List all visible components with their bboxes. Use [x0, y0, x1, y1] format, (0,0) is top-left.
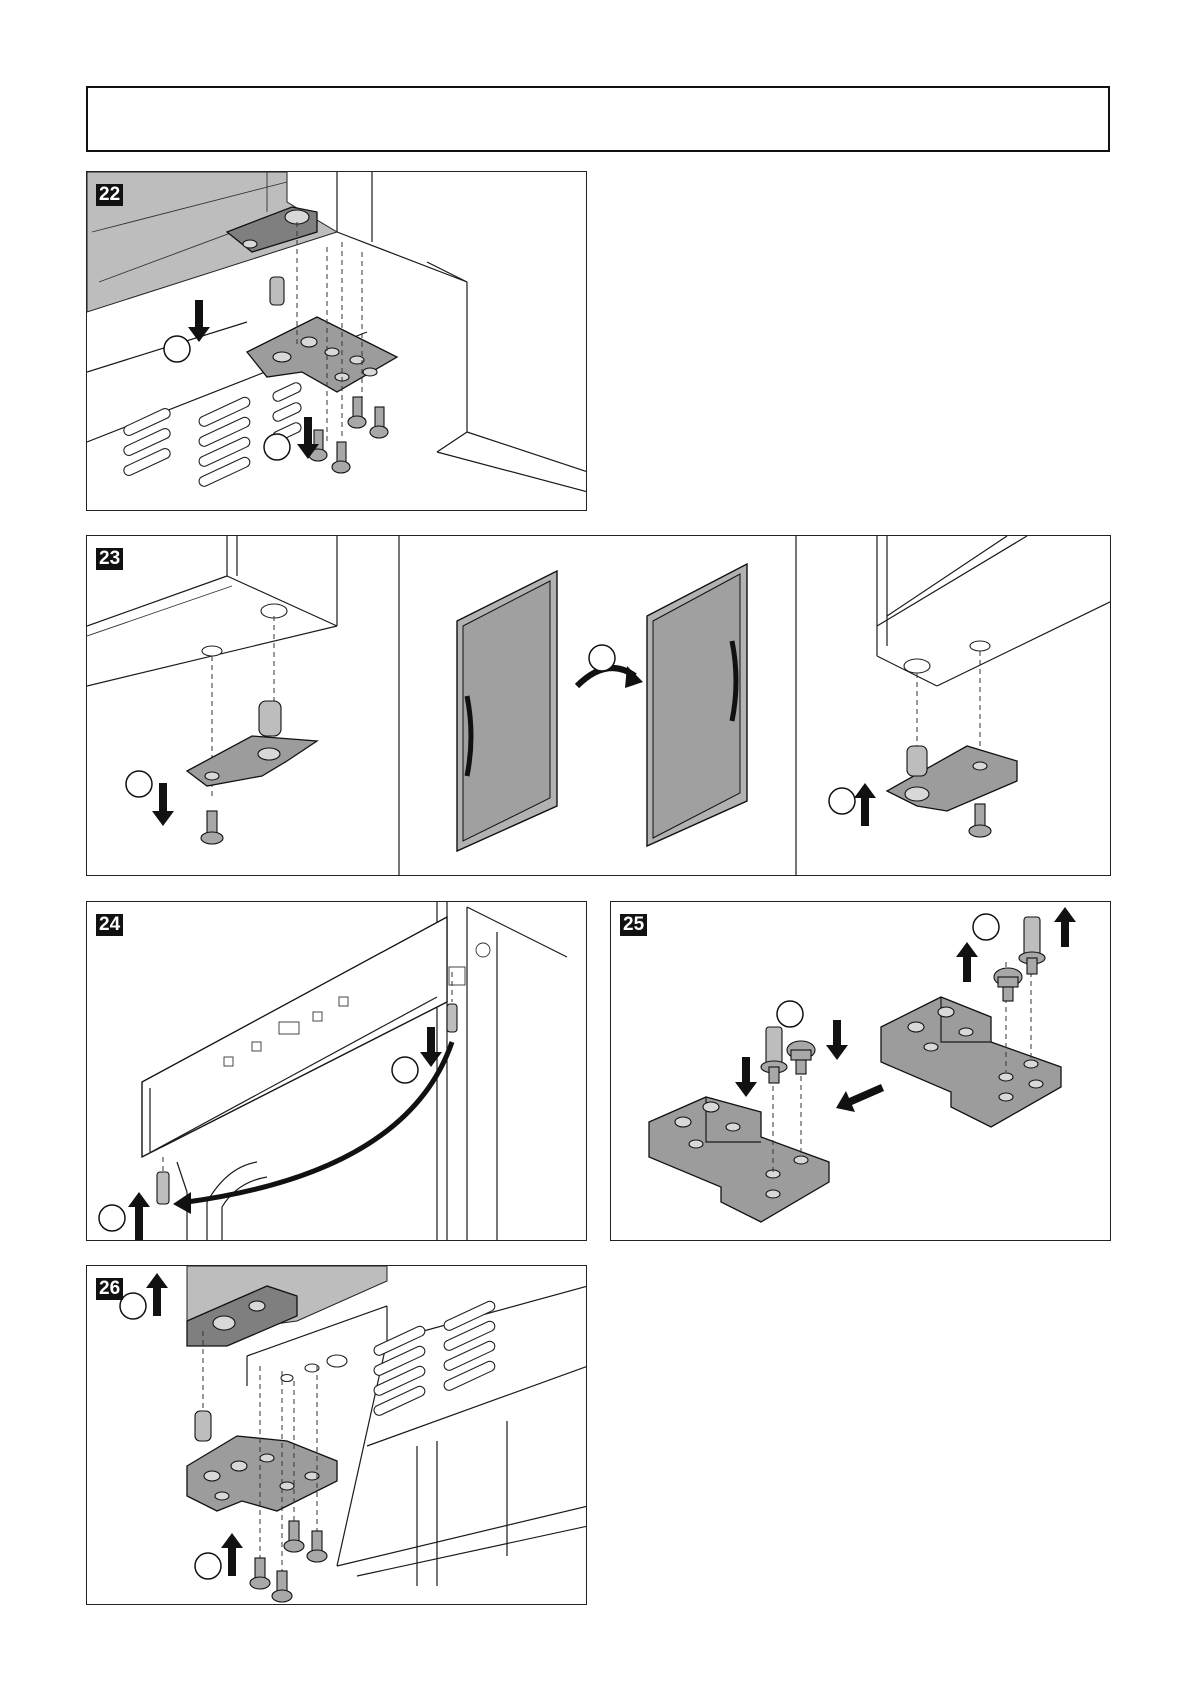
hinge-pin-icon: [1019, 917, 1045, 974]
figure-25: 25: [610, 901, 1111, 1241]
step-circle-icon: [99, 1205, 125, 1231]
figure-number: 22: [96, 184, 123, 206]
hinge-bracket-icon: [247, 317, 397, 392]
arrow-up-icon: [956, 942, 978, 982]
arrow-up-icon: [221, 1533, 243, 1576]
arrow-down-icon: [152, 783, 174, 826]
hinge-pin-icon: [270, 277, 284, 305]
step-circle-icon: [264, 434, 290, 460]
step-circle-icon: [392, 1057, 418, 1083]
screw-icon: [201, 811, 223, 844]
arrow-down-icon: [826, 1020, 848, 1060]
arrow-up-icon: [146, 1273, 168, 1316]
hinge-pin-icon: [195, 1411, 211, 1441]
screw-icon: [309, 397, 388, 473]
hinge-pin-icon: [157, 1172, 169, 1204]
arrow-left-icon: [836, 1084, 884, 1112]
door-before: [457, 571, 557, 851]
arrow-down-icon: [735, 1057, 757, 1097]
step-circle-icon: [589, 645, 615, 671]
hinge-pin-icon: [259, 701, 281, 736]
step-circle-icon: [195, 1553, 221, 1579]
figure-number: 23: [96, 548, 123, 570]
screw-icon: [994, 968, 1022, 1001]
figure-26: 26: [86, 1265, 587, 1605]
figure-number: 25: [620, 914, 647, 936]
step-circle-icon: [126, 771, 152, 797]
arrow-up-icon: [1054, 907, 1076, 947]
figure-24: 24: [86, 901, 587, 1241]
hinge-pin-icon: [447, 1004, 457, 1032]
door-after: [647, 564, 747, 846]
step-circle-icon: [164, 336, 190, 362]
figure-23: 23: [86, 535, 1111, 876]
step-circle-icon: [777, 1001, 803, 1027]
arrow-up-icon: [128, 1192, 150, 1240]
arrow-down-icon: [420, 1027, 442, 1067]
screw-icon: [250, 1521, 327, 1602]
screw-icon: [969, 804, 991, 837]
header-box: [86, 86, 1110, 152]
figure-22: 22: [86, 171, 587, 511]
hinge-pin-icon: [761, 1027, 787, 1083]
screw-icon: [787, 1041, 815, 1074]
step-circle-icon: [120, 1293, 146, 1319]
figure-number: 26: [96, 1278, 123, 1300]
arrow-down-icon: [188, 300, 210, 342]
vent-slots: [372, 1300, 496, 1417]
arrow-up-icon: [854, 783, 876, 826]
step-circle-icon: [973, 914, 999, 940]
figure-25-illustration: [611, 902, 1111, 1241]
figure-22-illustration: [87, 172, 587, 511]
hinge-pin-icon: [907, 746, 927, 776]
figure-number: 24: [96, 914, 123, 936]
figure-24-illustration: [87, 902, 587, 1241]
figure-26-illustration: [87, 1266, 587, 1605]
step-circle-icon: [829, 788, 855, 814]
figure-23-illustration: [87, 536, 1111, 876]
